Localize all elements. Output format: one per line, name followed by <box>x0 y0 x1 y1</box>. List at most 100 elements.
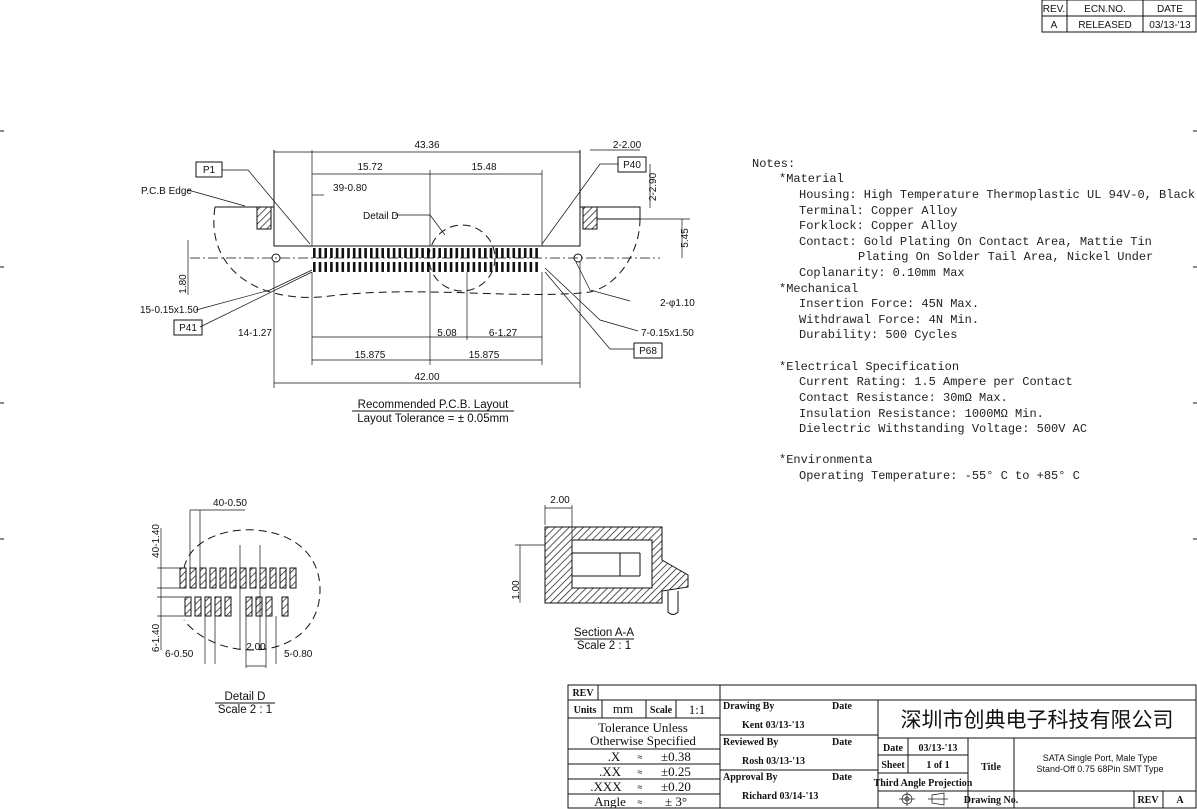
tb-scale-label: Scale <box>650 705 673 716</box>
power-pad <box>529 262 533 272</box>
ecn-value: RELEASED <box>1078 20 1131 31</box>
power-pad <box>484 262 487 272</box>
tb-title-line1: SATA Single Port, Male Type <box>1043 753 1158 763</box>
power-pad <box>341 262 345 272</box>
power-pad <box>506 262 510 272</box>
detail-signal-pad <box>289 567 297 589</box>
power-pad <box>478 262 481 272</box>
housing-right-wall <box>542 150 581 247</box>
detail-power-pad <box>204 596 212 617</box>
power-pad <box>461 262 464 272</box>
tb-projection-label: Third Angle Projection <box>874 778 973 789</box>
power-pad <box>438 262 441 272</box>
signal-pad <box>318 248 322 258</box>
power-pad <box>432 262 436 272</box>
notes-environment-title: *Environmenta <box>779 453 873 467</box>
tb-tol-value: ± 3° <box>665 794 687 809</box>
power-pad <box>472 262 476 272</box>
tb-company-name: 深圳市创典电子科技有限公司 <box>901 708 1174 732</box>
notes-electrical-line: Insulation Resistance: 1000MΩ Min. <box>799 407 1044 421</box>
section-aa-title: Section A-A <box>574 627 634 639</box>
housing-left-wall <box>273 150 311 247</box>
signal-pad <box>324 248 327 258</box>
detail-d-circle <box>428 224 496 292</box>
dim-right-pitch: 15.48 <box>471 162 496 173</box>
signal-pad <box>375 248 379 258</box>
solder-pads <box>313 248 538 272</box>
tb-tol-sym: ≈ <box>638 767 643 777</box>
notes-material-line: Plating On Solder Tail Area, Nickel Unde… <box>858 250 1153 264</box>
detail-signal-pad <box>179 567 187 589</box>
power-pad <box>318 262 322 272</box>
signal-pad <box>358 248 362 258</box>
notes-material-line: Terminal: Copper Alloy <box>799 204 957 218</box>
detail-power-pad <box>265 596 273 617</box>
detail-dim-lower-length: 6-1.40 <box>151 623 162 652</box>
power-pad <box>421 262 424 272</box>
dim-peg-width: 2-2.00 <box>613 140 642 151</box>
tb-tol-sym: ≈ <box>638 752 643 762</box>
revision-block: REV. ECN.NO. DATE A RELEASED 03/13-'13 <box>1041 0 1197 33</box>
power-pad <box>512 262 516 272</box>
detail-dim-lower-pitch: 5-0.80 <box>284 649 313 660</box>
dim-half-right: 15.875 <box>469 350 500 361</box>
notes-block: Notes: *Material Housing: High Temperatu… <box>752 157 1195 483</box>
section-dim-width: 2.00 <box>550 495 570 506</box>
power-pad <box>375 262 379 272</box>
detail-power-pad <box>184 596 192 617</box>
signal-pad <box>535 248 538 258</box>
pcb-layout-view: 43.36 15.72 15.48 39-0.80 2-2.00 2-2.90 … <box>140 140 695 425</box>
notes-material-line: Contact: Gold Plating On Contact Area, M… <box>799 235 1152 249</box>
power-pad <box>409 262 413 272</box>
section-aa-view: 2.00 1.00 Section A-A Scale 2 : 1 <box>511 495 689 652</box>
tb-tolerance-line2: Otherwise Specified <box>590 733 696 748</box>
detail-dim-gap: 2.00 <box>246 642 266 653</box>
power-pad <box>398 262 402 272</box>
power-pad <box>324 262 327 272</box>
notes-heading: Notes: <box>752 157 795 171</box>
notes-electrical-line: Dielectric Withstanding Voltage: 500V AC <box>799 422 1087 436</box>
tb-approved-by: Richard 03/14-'13 <box>742 791 818 802</box>
dim-left-pitch: 15.72 <box>357 162 382 173</box>
power-pad <box>466 262 470 272</box>
signal-pad <box>313 248 316 258</box>
signal-pad <box>506 248 510 258</box>
tb-scale-value: 1:1 <box>689 702 706 717</box>
label-p41: P41 <box>179 323 197 334</box>
detail-dim-upper-length: 40-1.40 <box>151 524 162 558</box>
tb-tol-value: ±0.20 <box>661 779 691 794</box>
notes-electrical-line: Contact Resistance: 30mΩ Max. <box>799 391 1008 405</box>
tb-reviewed-date-label: Date <box>832 737 853 748</box>
detail-power-pad <box>224 596 232 617</box>
detail-signal-pad <box>249 567 257 589</box>
tb-title-label: Title <box>981 762 1001 773</box>
notes-material-line: Coplanarity: 0.10mm Max <box>799 266 965 280</box>
tb-date-label: Date <box>883 743 904 754</box>
power-pad <box>404 262 407 272</box>
detail-d-title: Detail D <box>225 691 266 703</box>
dim-pad-size-left: 15-0.15x1.50 <box>140 305 199 316</box>
power-pad <box>518 262 521 272</box>
signal-pad <box>512 248 516 258</box>
detail-power-pad <box>194 596 202 617</box>
tb-tol-label: .X <box>608 749 621 764</box>
signal-pad <box>364 248 367 258</box>
tb-rev-bottom-value: A <box>1176 795 1184 806</box>
title-block: REV Units mm Scale 1:1 Tolerance Unless … <box>567 684 1197 809</box>
notes-material-line: Forklock: Copper Alloy <box>799 219 957 233</box>
label-p1: P1 <box>203 165 216 176</box>
detail-signal-pad <box>219 567 227 589</box>
tb-sheet-value: 1 of 1 <box>926 760 949 771</box>
detail-signal-pad <box>269 567 277 589</box>
connector-outline-dashed <box>213 206 641 298</box>
power-pad <box>330 262 333 272</box>
dim-pitch-right: 6-1.27 <box>489 328 518 339</box>
notes-mechanical-title: *Mechanical <box>779 282 858 296</box>
dim-pitch-left: 14-1.27 <box>238 328 272 339</box>
detail-d-scale: Scale 2 : 1 <box>218 704 272 716</box>
notes-mechanical-line: Durability: 500 Cycles <box>799 328 957 342</box>
signal-pad <box>455 248 459 258</box>
power-pad <box>444 262 447 272</box>
power-pad <box>449 262 453 272</box>
dim-half-left: 15.875 <box>355 350 386 361</box>
